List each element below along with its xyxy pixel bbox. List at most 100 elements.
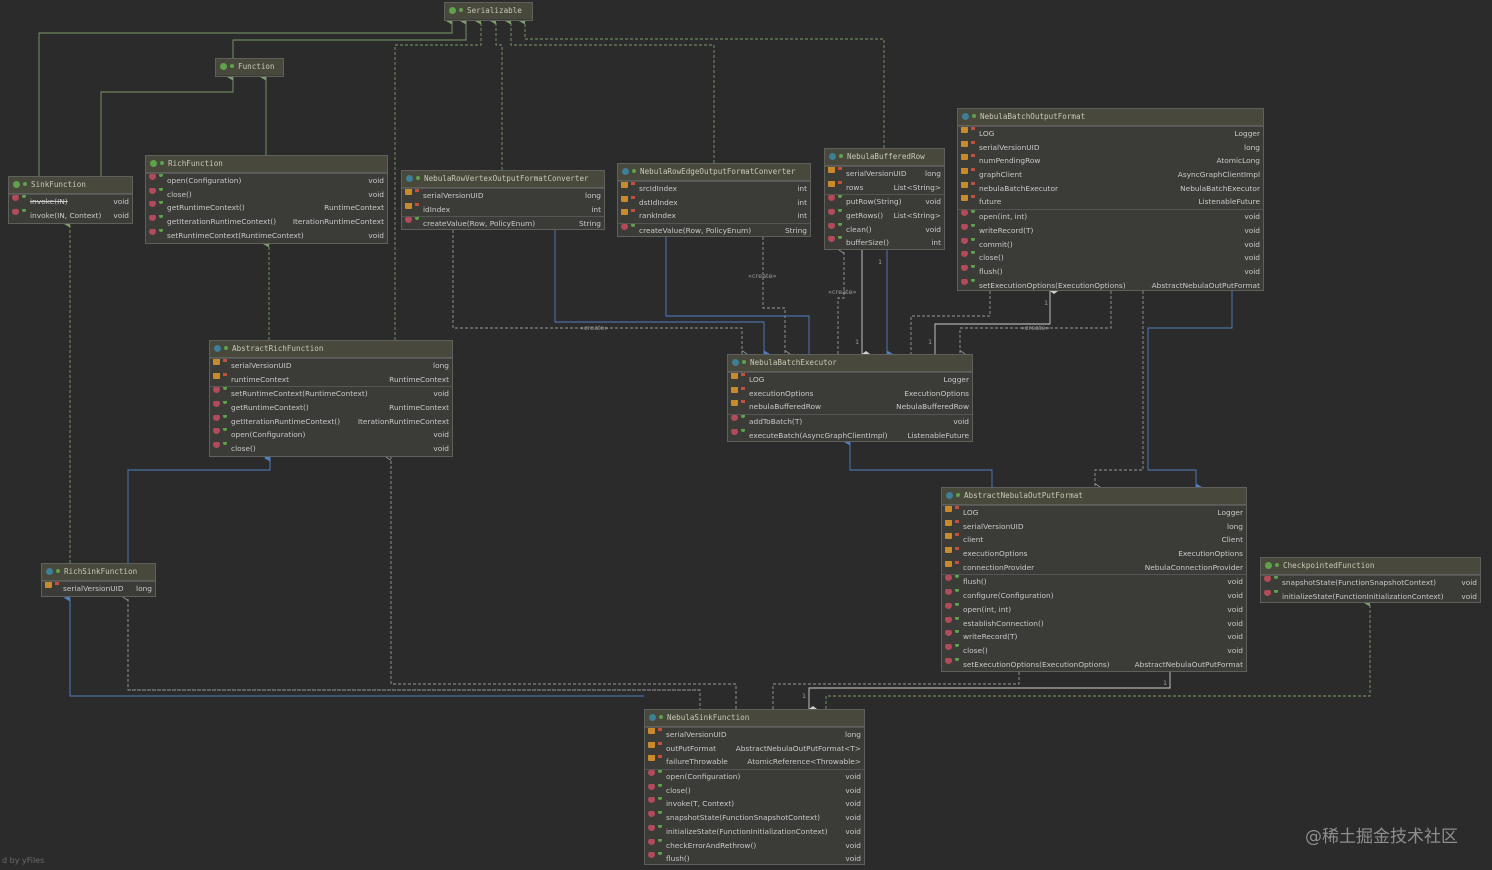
method-row[interactable]: close()void [645,783,864,798]
method-row[interactable]: open(int, int)void [942,602,1246,617]
method-row[interactable]: addToBatch(T)void [728,415,972,429]
method-row[interactable]: clean()void [825,222,944,237]
method-row[interactable]: getRuntimeContext()RuntimeContext [146,201,387,215]
private-icon [955,547,959,551]
method-row[interactable]: flush()void [958,264,1263,279]
member-type: AbstractNebulaOutPutFormat<T> [735,743,861,753]
method-row[interactable]: open(Configuration)void [146,174,387,188]
method-row[interactable]: open(int, int)void [958,210,1263,224]
method-icon [945,589,952,596]
member-type: long [1227,521,1243,531]
method-row[interactable]: snapshotState(FunctionSnapshotContext)vo… [645,811,864,825]
edge-nebulasink-abstractrich [391,457,737,709]
method-row[interactable]: checkErrorAndRethrow()void [645,838,864,853]
method-row[interactable]: bufferSize()int [825,236,944,250]
method-row[interactable]: invoke(IN)void [9,195,132,209]
method-row[interactable]: executeBatch(AsyncGraphClientImpl)Listen… [728,428,972,443]
member-type: int [797,184,807,193]
method-row[interactable]: getRuntimeContext()RuntimeContext [210,401,452,415]
method-icon [12,208,19,215]
method-row[interactable]: createValue(Row, PolicyEnum)String [402,217,604,231]
public-icon [658,811,662,815]
method-row[interactable]: createValue(Row, PolicyEnum)String [618,224,810,238]
method-row[interactable]: putRow(String)void [825,195,944,209]
member-name: LOG [749,375,765,384]
method-row[interactable]: close()void [210,442,452,456]
method-row[interactable]: setRuntimeContext(RuntimeContext)void [146,228,387,243]
method-row[interactable]: setExecutionOptions(ExecutionOptions)Abs… [942,657,1246,672]
method-row[interactable]: initializeState(FunctionInitializationCo… [1261,589,1480,604]
method-row[interactable]: writeRecord(T)void [942,630,1246,644]
method-row[interactable]: close()void [958,251,1263,265]
method-row[interactable]: establishConnection()void [942,616,1246,631]
method-row[interactable]: setExecutionOptions(ExecutionOptions)Abs… [958,278,1263,293]
method-row[interactable]: commit()void [958,237,1263,252]
method-row[interactable]: open(Configuration)void [645,770,864,784]
method-row[interactable]: open(Configuration)void [210,428,452,442]
method-row[interactable]: getRows()List<String> [825,209,944,223]
class-title: Function [238,62,275,71]
class-edge-converter[interactable]: NebulaRowEdgeOutputFormatConverter srcId… [617,163,811,237]
class-vertex-converter[interactable]: NebulaRowVertexOutputFormatConverter ser… [401,170,605,230]
public-icon [955,589,959,593]
method-row[interactable]: flush()void [942,575,1246,589]
method-row[interactable]: snapshotState(FunctionSnapshotContext)vo… [1261,576,1480,590]
method-row[interactable]: initializeState(FunctionInitializationCo… [645,824,864,839]
method-row[interactable]: flush()void [645,852,864,866]
method-row[interactable]: writeRecord(T)void [958,223,1263,238]
private-icon [741,386,745,390]
class-checkpointed-function[interactable]: CheckpointedFunction snapshotState(Funct… [1260,557,1481,603]
method-row[interactable]: setRuntimeContext(RuntimeContext)void [210,387,452,401]
method-row[interactable]: close()void [146,187,387,202]
class-title: SinkFunction [31,180,86,189]
method-row[interactable]: getIterationRuntimeContext()IterationRun… [146,215,387,229]
method-row[interactable]: close()void [942,643,1246,658]
class-function[interactable]: Function [215,58,284,77]
member-name: snapshotState(FunctionSnapshotContext) [1282,578,1436,587]
class-serializable[interactable]: Serializable [444,2,533,21]
method-row[interactable]: getIterationRuntimeContext()IterationRun… [210,414,452,429]
method-row[interactable]: invoke(T, Context)void [645,797,864,811]
member-type: void [845,840,861,850]
method-icon [149,228,156,235]
method-row[interactable]: invoke(IN, Context)void [9,208,132,223]
method-icon [828,195,835,202]
method-row[interactable]: configure(Configuration)void [942,589,1246,603]
